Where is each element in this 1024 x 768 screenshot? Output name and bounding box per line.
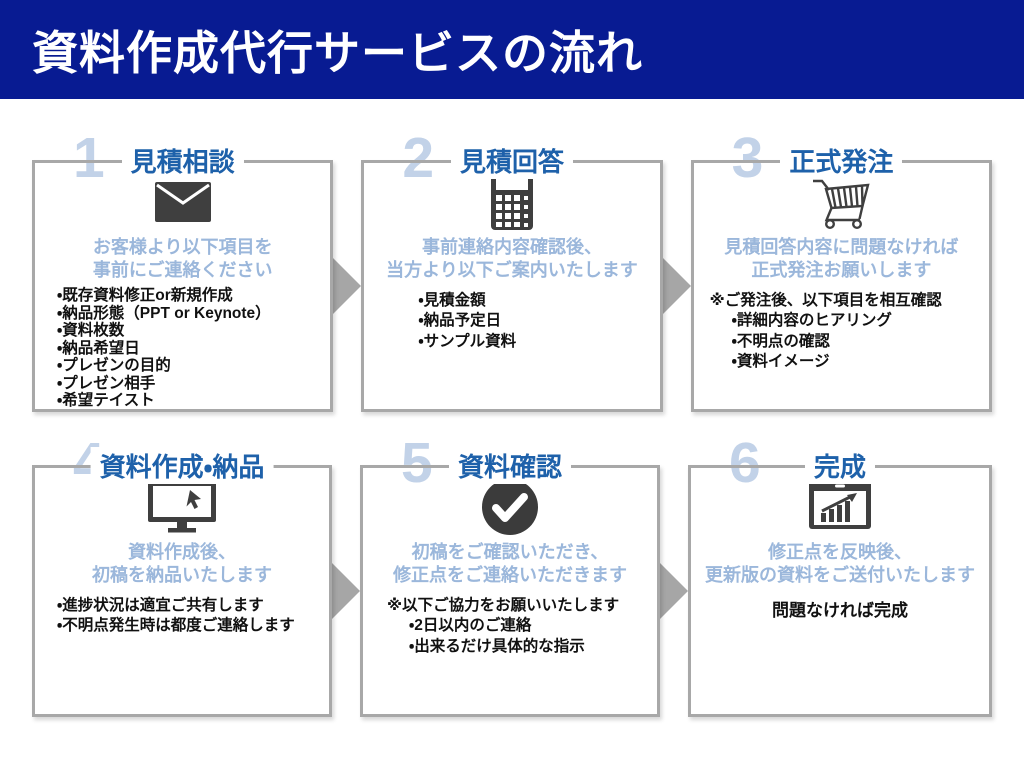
header-bar: 資料作成代行サービスの流れ (0, 0, 1024, 99)
detail-line: ・納品予定日 (418, 312, 502, 330)
detail-line: 問題なければ完成 (772, 601, 908, 620)
detail-line: ・サンプル資料 (418, 332, 517, 350)
step-subtitle: お客様より以下項目を 事前にご連絡ください (49, 236, 316, 281)
subtitle-line: 修正点を反映後、 (768, 542, 912, 562)
arrow-right-icon (662, 258, 691, 314)
step-details: ・進捗状況は適宜ご共有します ・不明点発生時は都度ご連絡します (49, 596, 315, 637)
subtitle-line: 初稿をご確認いただき、 (411, 542, 609, 562)
subtitle-line: お客様より以下項目を (92, 237, 273, 257)
step-card-3: 3 正式発注 見積回答内容に問題なければ 正式発注お願いします (690, 130, 993, 412)
step-title: 正式発注 (780, 142, 903, 179)
detail-line: ・既存資料修正or新規作成 (57, 287, 233, 304)
step-card-2: 2 見積回答 事前連絡内容確認後、 当方より以下ご案内いたします (361, 130, 663, 412)
step-details: ※ご発注後、以下項目を相互確認 ・詳細内容のヒアリング ・不明点の確認 ・資料イ… (708, 291, 975, 373)
detail-line: ・詳細内容のヒアリング (731, 312, 892, 330)
cart-icon (708, 172, 975, 232)
step-subtitle: 事前連絡内容確認後、 当方より以下ご案内いたします (378, 236, 645, 281)
step-title: 見積回答 (450, 142, 573, 179)
subtitle-line: 初稿を納品いたします (92, 564, 272, 585)
flow-row-2: 4 資料作成・納品 資料作成後、 初稿を納品いたします (0, 435, 1024, 717)
subtitle-line: 当方より以下ご案内いたします (386, 259, 638, 280)
step-title: 完成 (804, 447, 876, 484)
detail-line: ※ご発注後、以下項目を相互確認 (709, 292, 942, 309)
step-number: 2 (402, 126, 435, 190)
chart-icon (705, 477, 975, 537)
step-number: 1 (73, 126, 105, 190)
detail-line: ・納品希望日 (57, 339, 140, 357)
step-details: 問題なければ完成 (705, 600, 975, 622)
step-number: 5 (401, 431, 433, 495)
subtitle-line: 更新版の資料をご送付いたします (705, 564, 975, 585)
arrow-right-icon (660, 563, 688, 619)
subtitle-line: 修正点をご連絡いただきます (393, 564, 627, 585)
step-title: 資料作成・納品 (90, 447, 274, 484)
subtitle-line: 見積回答内容に問題なければ (724, 237, 959, 257)
step-details: ・既存資料修正or新規作成 ・納品形態（PPT or Keynote） ・資料枚… (49, 287, 316, 410)
detail-line: ・プレゼンの目的 (57, 357, 171, 374)
detail-line: ・不明点の確認 (731, 332, 830, 350)
step-subtitle: 見積回答内容に問題なければ 正式発注お願いします (708, 236, 975, 281)
detail-line: ・希望テイスト (57, 392, 155, 409)
step-card-4: 4 資料作成・納品 資料作成後、 初稿を納品いたします (32, 435, 332, 717)
step-card-6: 6 完成 修正点を反映 (688, 435, 992, 717)
subtitle-line: 正式発注お願いします (751, 259, 932, 280)
detail-line: ・資料イメージ (731, 353, 830, 371)
step-number: 3 (731, 126, 764, 190)
step-subtitle: 初稿をご確認いただき、 修正点をご連絡いただきます (377, 541, 643, 586)
step-subtitle: 資料作成後、 初稿を納品いたします (49, 541, 315, 586)
mail-icon (49, 172, 316, 232)
step-title: 見積相談 (121, 142, 244, 179)
flow-row-1: 1 見積相談 お客様より以下項目を 事前にご連絡ください ・既存資料修正or新規… (0, 130, 1024, 412)
subtitle-line: 資料作成後、 (128, 542, 236, 562)
step-details: ・見積金額 ・納品予定日 ・サンプル資料 (378, 291, 645, 352)
step-number: 6 (729, 431, 761, 495)
subtitle-line: 事前連絡内容確認後、 (421, 237, 602, 257)
step-subtitle: 修正点を反映後、 更新版の資料をご送付いたします (705, 541, 975, 586)
monitor-icon (49, 477, 315, 537)
detail-line: ・納品形態（PPT or Keynote） (57, 304, 271, 322)
step-title: 資料確認 (448, 447, 572, 484)
step-card-5: 5 資料確認 初稿をご確認いただき、 修正点をご連絡いただきます ※以下ご協力を… (360, 435, 660, 717)
detail-line: ・進捗状況は適宜ご共有します (57, 597, 264, 614)
detail-line: ・プレゼン相手 (57, 374, 156, 392)
detail-line: ※以下ご協力をお願いいたします (387, 597, 620, 614)
arrow-right-icon (333, 258, 362, 314)
step-card-1: 1 見積相談 お客様より以下項目を 事前にご連絡ください ・既存資料修正or新規… (32, 130, 334, 412)
detail-line: ・2日以内のご連絡 (409, 617, 532, 635)
arrow-right-icon (332, 563, 360, 619)
detail-line: ・見積金額 (418, 292, 486, 309)
check-icon (377, 477, 643, 537)
step-details: ※以下ご協力をお願いいたします ・2日以内のご連絡 ・出来るだけ具体的な指示 (377, 596, 643, 657)
calculator-icon (378, 172, 645, 232)
detail-line: ・不明点発生時は都度ご連絡します (57, 617, 295, 635)
subtitle-line: 事前にご連絡ください (92, 259, 273, 280)
detail-line: ・資料枚数 (57, 322, 125, 339)
page-title: 資料作成代行サービスの流れ (32, 26, 643, 79)
detail-line: ・出来るだけ具体的な指示 (409, 637, 585, 655)
flow-diagram: 1 見積相談 お客様より以下項目を 事前にご連絡ください ・既存資料修正or新規… (0, 130, 1024, 717)
